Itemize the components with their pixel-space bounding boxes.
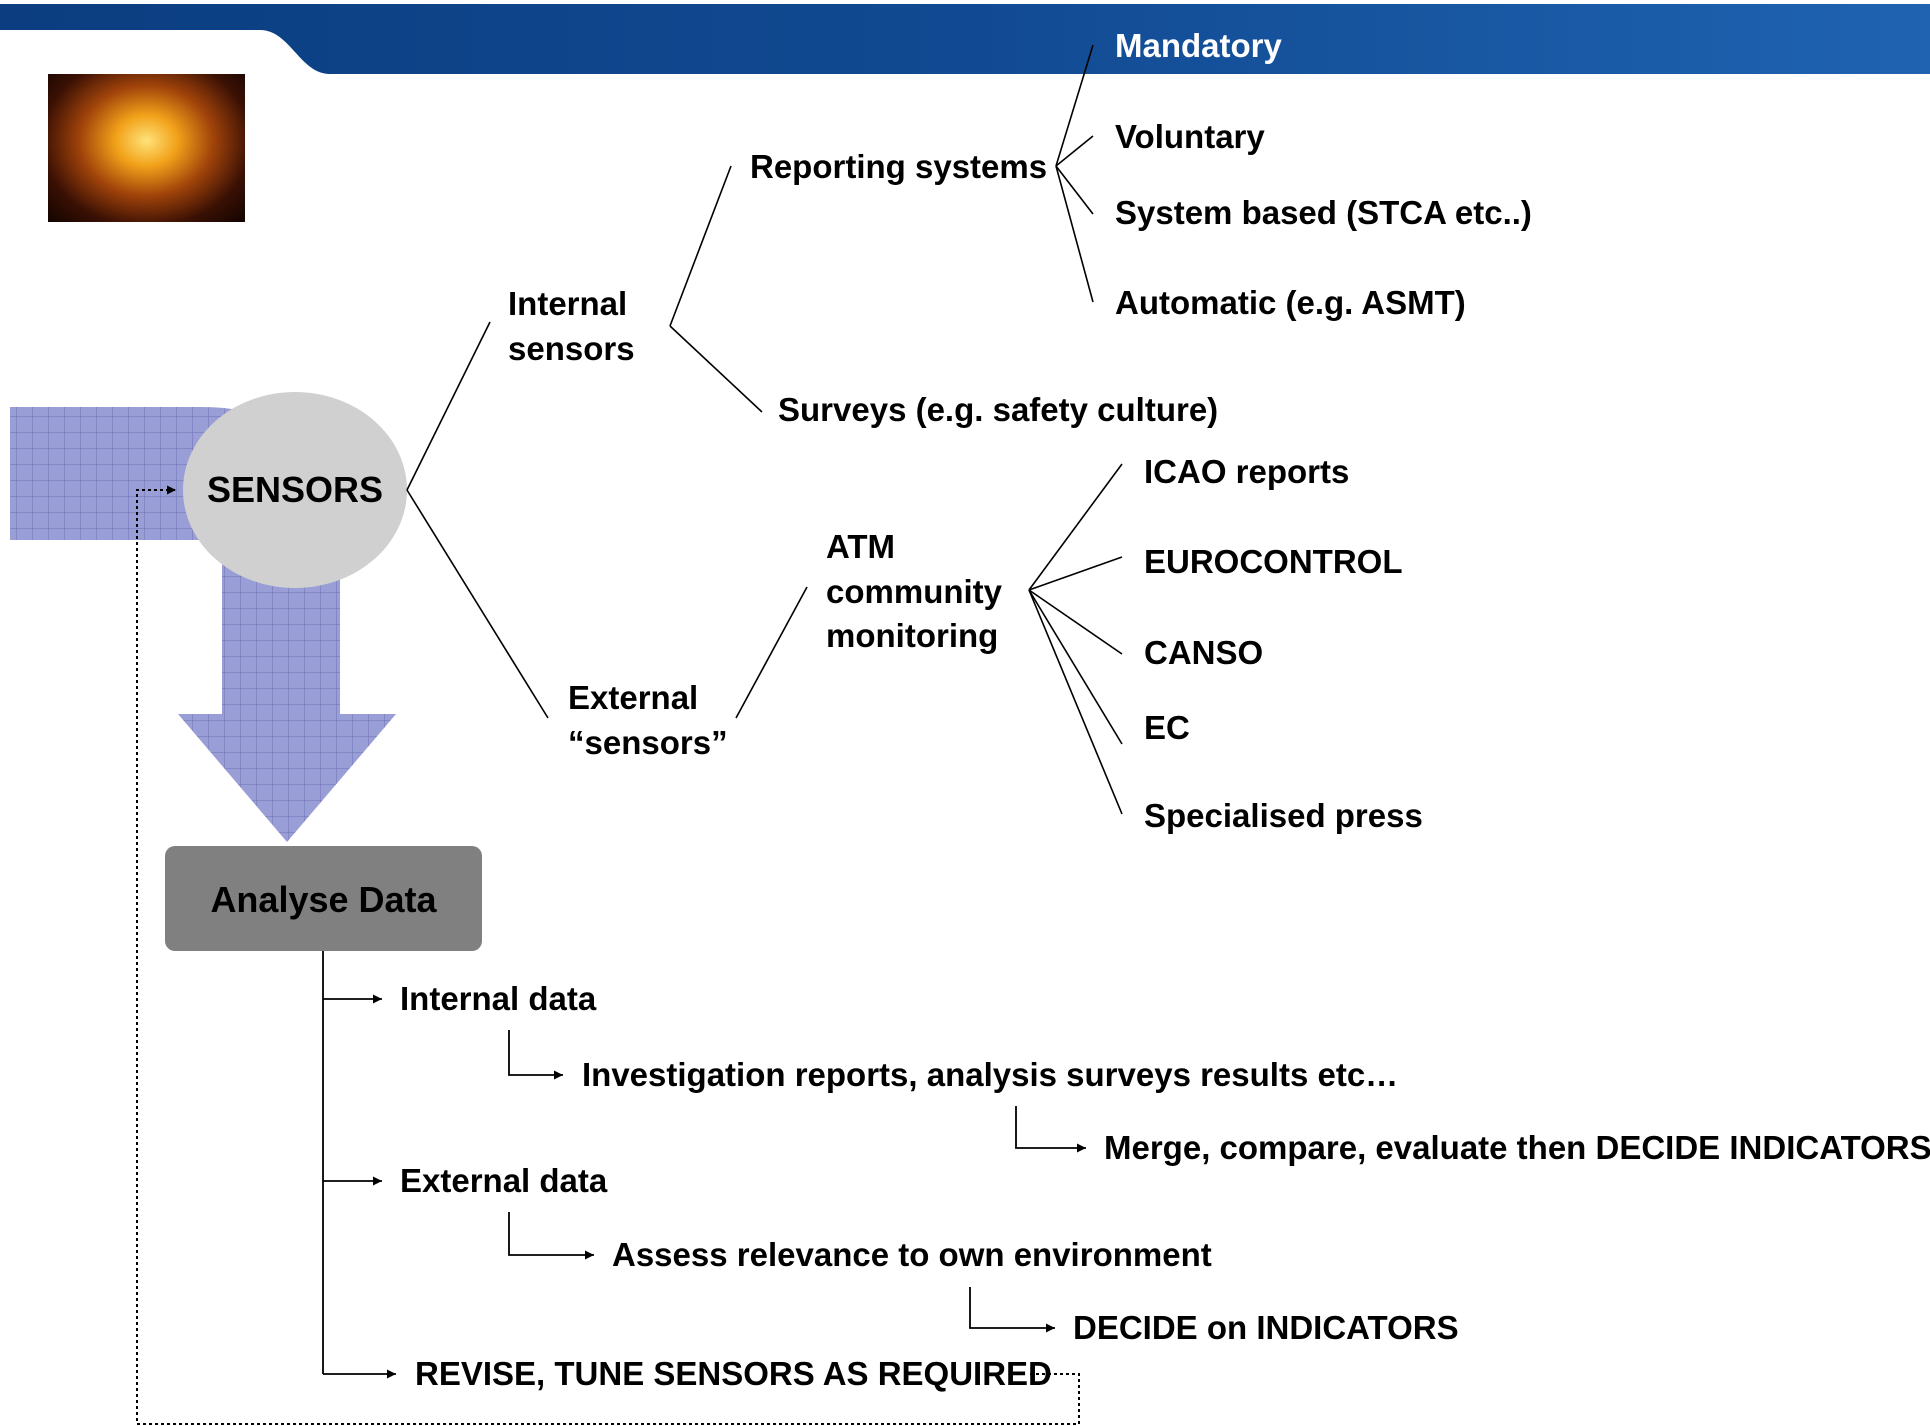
label-internal-sensors-2: sensors: [508, 330, 635, 367]
branch-system-based: [1055, 165, 1094, 215]
label-assess: Assess relevance to own environment: [612, 1236, 1212, 1273]
branch-mandatory: [1055, 44, 1094, 167]
label-reporting-systems: Reporting systems: [750, 148, 1048, 185]
branch-icao: [1028, 463, 1123, 591]
label-specialised-press: Specialised press: [1144, 797, 1423, 834]
sensors-label: SENSORS: [206, 469, 384, 510]
label-merge: Merge, compare, evaluate then DECIDE IND…: [1104, 1129, 1930, 1166]
label-external-sensors-2: “sensors”: [568, 724, 728, 761]
branch-eurocontrol: [1028, 556, 1123, 591]
sensors-node: [183, 392, 407, 588]
label-external-sensors-1: External: [568, 679, 699, 716]
label-canso: CANSO: [1144, 634, 1264, 671]
branch-press: [1028, 589, 1123, 815]
label-system-based: System based (STCA etc..): [1115, 194, 1532, 231]
branch-ec: [1028, 589, 1123, 745]
label-revise: REVISE, TUNE SENSORS AS REQUIRED: [415, 1355, 1052, 1392]
label-mandatory: Mandatory: [1115, 27, 1282, 64]
label-internal-data: Internal data: [400, 980, 597, 1017]
arrow-decide: [969, 1287, 1055, 1333]
label-surveys: Surveys (e.g. safety culture): [778, 391, 1219, 428]
label-decide: DECIDE on INDICATORS: [1073, 1309, 1459, 1346]
feedback-loop: [136, 485, 1080, 1425]
label-atm-1: ATM: [826, 528, 896, 565]
branch-canso: [1028, 589, 1123, 655]
branch-external: [406, 489, 549, 719]
label-eurocontrol: EUROCONTROL: [1144, 543, 1403, 580]
label-atm-2: community: [826, 573, 1003, 610]
label-ec: EC: [1144, 709, 1190, 746]
label-atm-3: monitoring: [826, 617, 999, 654]
arrow-investigation: [508, 1030, 563, 1080]
branch-reporting: [669, 165, 732, 327]
header-band: [0, 4, 1930, 74]
analyse-data-label: Analyse Data: [210, 879, 437, 920]
analyse-data-node: [165, 846, 482, 951]
label-internal-sensors-1: Internal: [508, 285, 628, 322]
label-investigation: Investigation reports, analysis surveys …: [582, 1056, 1399, 1093]
people-lightbulb-image: [48, 74, 245, 222]
branch-atm: [735, 586, 808, 719]
label-external-data: External data: [400, 1162, 608, 1199]
label-voluntary: Voluntary: [1115, 118, 1265, 155]
label-automatic: Automatic (e.g. ASMT): [1115, 284, 1466, 321]
branch-automatic: [1055, 165, 1094, 303]
branch-internal: [406, 321, 491, 491]
arrow-assess: [508, 1212, 594, 1260]
label-icao: ICAO reports: [1144, 453, 1350, 490]
branch-surveys: [669, 325, 763, 413]
branch-voluntary: [1055, 135, 1094, 167]
arrow-merge: [1015, 1106, 1086, 1153]
